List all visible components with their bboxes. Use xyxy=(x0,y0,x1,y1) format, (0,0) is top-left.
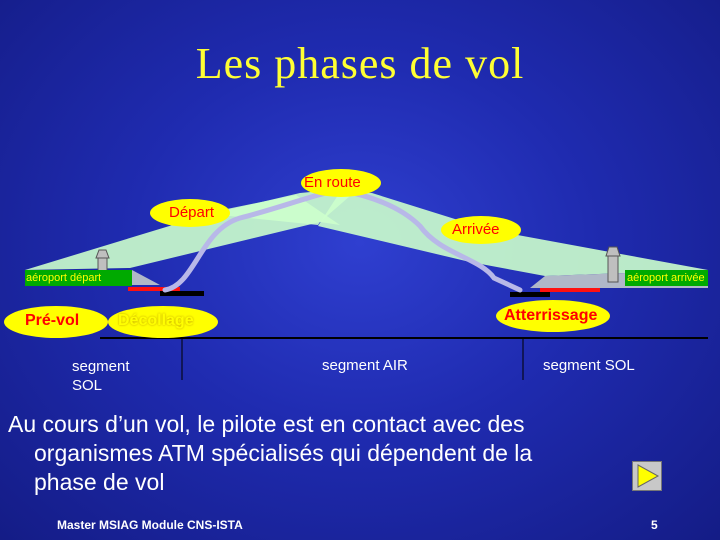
next-slide-button[interactable] xyxy=(632,461,662,491)
en-route-label: En route xyxy=(304,174,361,191)
segment-sol-left-line1: segment xyxy=(72,358,130,375)
pre-vol-label: Pré-vol xyxy=(25,312,80,329)
airport-departure-label: aéroport départ xyxy=(26,272,102,284)
body-text-line2: organismes ATM spécialisés qui dépendent… xyxy=(34,440,533,466)
next-arrow-icon xyxy=(637,464,660,488)
airport-arrival-label: aéroport arrivée xyxy=(627,272,705,284)
arrivee-label: Arrivée xyxy=(452,221,500,238)
segment-sol-left-label: segment SOL xyxy=(72,357,130,395)
pre-vol-label-bg xyxy=(4,306,108,338)
body-text: Au cours d’un vol, le pilote est en cont… xyxy=(8,410,713,497)
footer-course: Master MSIAG Module CNS-ISTA xyxy=(57,518,243,532)
control-tower-icon-right xyxy=(605,246,621,283)
depart-label: Départ xyxy=(169,204,215,221)
en-route-label-bg xyxy=(301,169,381,197)
atterrissage-label-bg xyxy=(496,300,610,332)
runway-departure xyxy=(128,287,180,291)
segment-sol-right-label: segment SOL xyxy=(543,357,635,374)
segment-air-label: segment AIR xyxy=(322,357,408,374)
runway-departure-end xyxy=(160,291,204,296)
page-title: Les phases de vol xyxy=(195,39,525,88)
arrivee-label-bg xyxy=(441,216,521,244)
decollage-label: Décollage xyxy=(118,312,194,329)
airport-departure-label-bg xyxy=(25,270,132,286)
body-text-line3: phase de vol xyxy=(34,469,165,495)
runway-arrival xyxy=(540,288,600,292)
airport-arrival-label-bg xyxy=(625,270,708,286)
body-text-line1: Au cours d’un vol, le pilote est en cont… xyxy=(8,411,525,437)
segment-sol-left-line2: SOL xyxy=(72,377,103,394)
decollage-label-bg xyxy=(108,306,218,338)
runway-arrival-end xyxy=(510,292,550,297)
page-number: 5 xyxy=(651,518,658,532)
atterrissage-label: Atterrissage xyxy=(504,307,598,324)
depart-label-bg xyxy=(150,199,230,227)
